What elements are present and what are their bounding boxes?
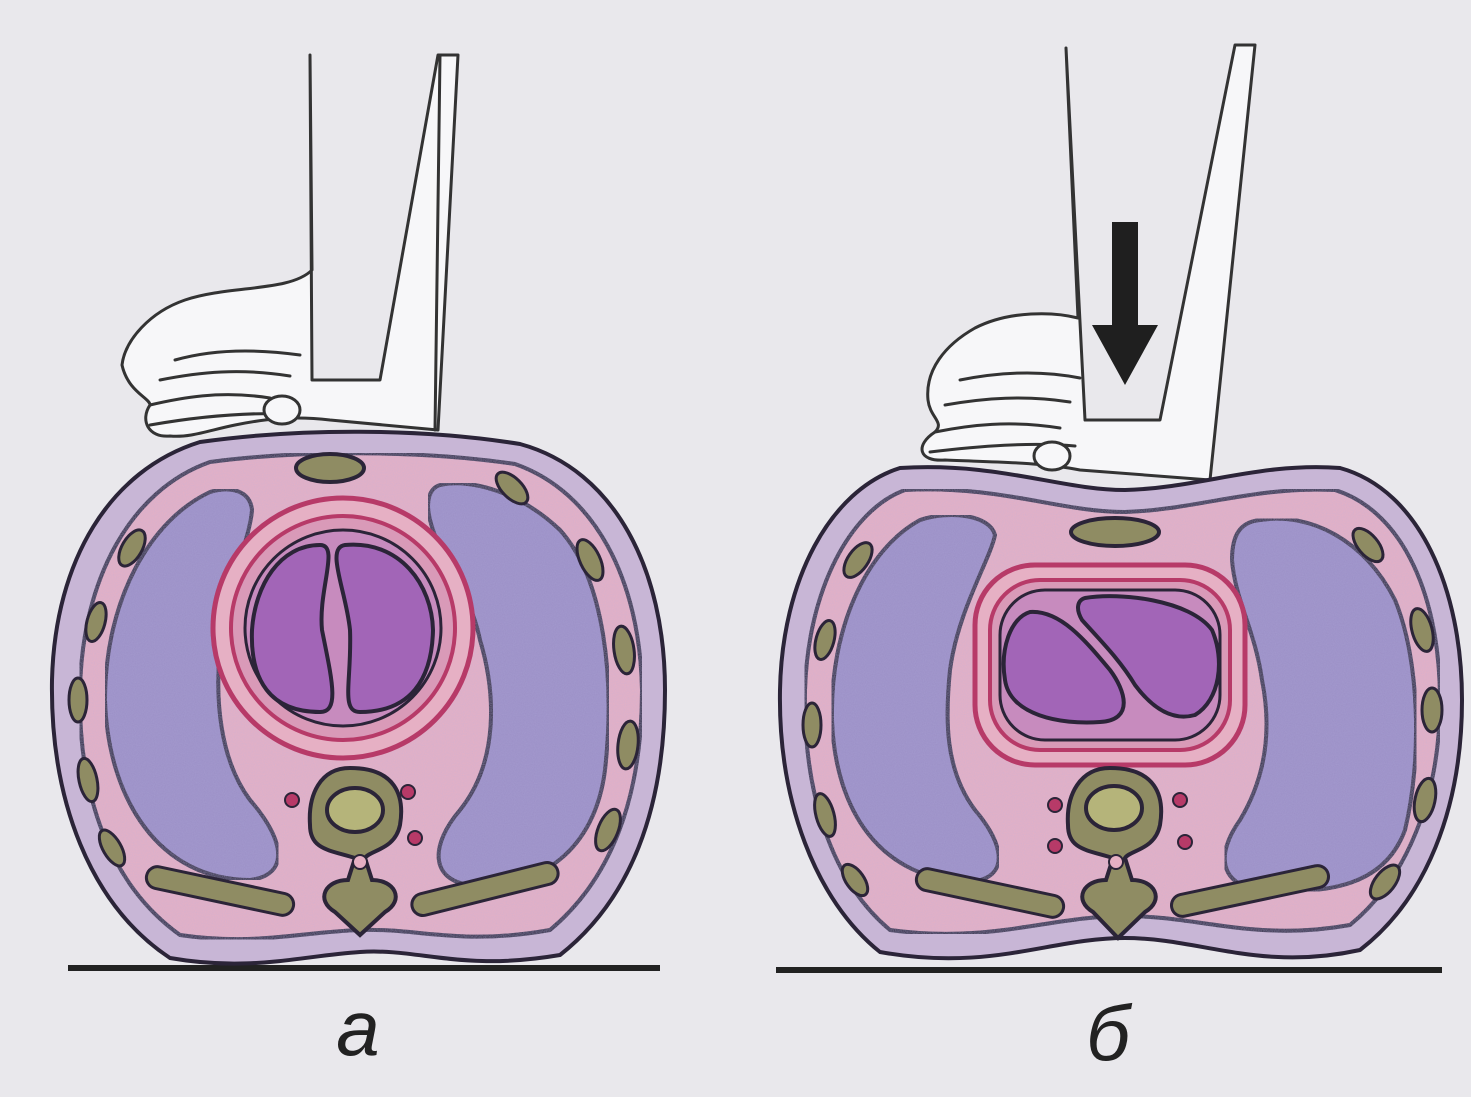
thumb-b bbox=[1034, 442, 1070, 470]
thumb-a bbox=[264, 396, 300, 424]
chest-b bbox=[780, 467, 1462, 958]
hand-b bbox=[922, 45, 1255, 480]
vertebra-core-b bbox=[1086, 786, 1142, 830]
vertebra-core-a bbox=[327, 788, 383, 832]
panel-b: б bbox=[776, 45, 1462, 1077]
spinal-canal-b bbox=[1109, 855, 1123, 869]
panel-label-a: а bbox=[336, 984, 379, 1072]
spinal-canal-a bbox=[353, 855, 367, 869]
chest-a bbox=[52, 432, 665, 964]
panel-label-b: б bbox=[1086, 989, 1133, 1077]
sternum-b bbox=[1071, 518, 1159, 546]
arm-b bbox=[922, 45, 1255, 480]
down-arrow-icon bbox=[1092, 222, 1158, 385]
panel-a: а bbox=[52, 55, 665, 1072]
sternum-a bbox=[296, 454, 364, 482]
hand-a bbox=[122, 55, 458, 436]
